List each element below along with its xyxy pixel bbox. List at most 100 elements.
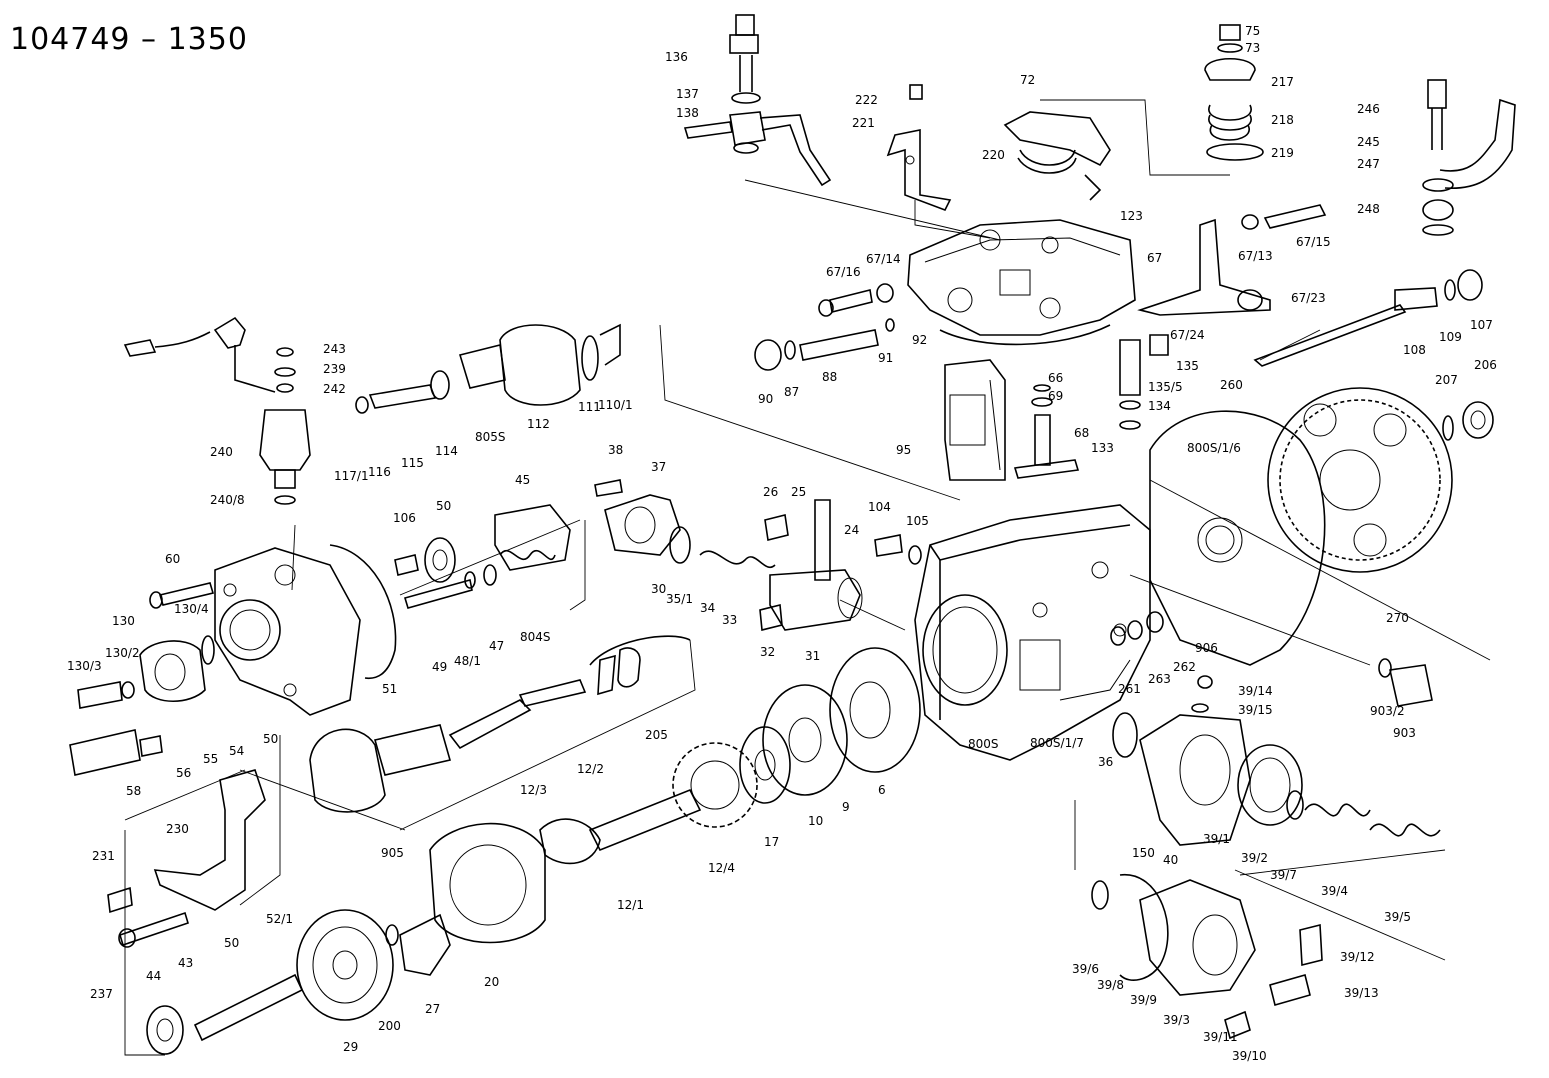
callout-239: 239: [323, 362, 346, 376]
callout-245: 245: [1357, 135, 1380, 149]
callout-805s: 805S: [475, 430, 506, 444]
callout-40: 40: [1163, 853, 1178, 867]
callout-27: 27: [425, 1002, 440, 1016]
callout-107: 107: [1470, 318, 1493, 332]
bracket-221: [886, 84, 952, 212]
vane-rotor-27: [385, 913, 451, 976]
callout-39-11: 39/11: [1203, 1030, 1238, 1044]
callout-137: 137: [676, 87, 699, 101]
callout-26: 26: [763, 485, 778, 499]
callout-20: 20: [484, 975, 499, 989]
callout-51: 51: [382, 682, 397, 696]
callout-39-4: 39/4: [1321, 884, 1348, 898]
pump-housing: [914, 504, 1151, 761]
callout-35-1: 35/1: [666, 592, 693, 606]
callout-111: 111: [578, 400, 601, 414]
callout-105: 105: [906, 514, 929, 528]
callout-54: 54: [229, 744, 244, 758]
callout-49: 49: [432, 660, 447, 674]
callout-237: 237: [90, 987, 113, 1001]
callout-206: 206: [1474, 358, 1497, 372]
callout-112: 112: [527, 417, 550, 431]
piston-905: [309, 635, 691, 813]
callout-106: 106: [393, 511, 416, 525]
callout-136: 136: [665, 50, 688, 64]
drive-gear: [1267, 387, 1453, 573]
callout-240-8: 240/8: [210, 493, 245, 507]
callout-219: 219: [1271, 146, 1294, 160]
callout-67: 67: [1147, 251, 1162, 265]
banjo-fitting-136: [683, 14, 832, 187]
callout-55: 55: [203, 752, 218, 766]
callout-67-13: 67/13: [1238, 249, 1273, 263]
callout-130-2: 130/2: [105, 646, 140, 660]
callout-30: 30: [651, 582, 666, 596]
callout-39-13: 39/13: [1344, 986, 1379, 1000]
timer-spring-39-4: [1304, 803, 1441, 837]
callout-261: 261: [1118, 682, 1141, 696]
screw-104: [874, 534, 922, 565]
callout-50b: 50: [263, 732, 278, 746]
callout-246: 246: [1357, 102, 1380, 116]
callout-47: 47: [489, 639, 504, 653]
callout-138: 138: [676, 106, 699, 120]
gear-cover: [1149, 410, 1326, 666]
cam-disc-6: [829, 647, 921, 773]
callout-95: 95: [896, 443, 911, 457]
callout-39-2: 39/2: [1241, 851, 1268, 865]
callout-39-9: 39/9: [1130, 993, 1157, 1007]
callout-73: 73: [1245, 41, 1260, 55]
callout-52-1: 52/1: [266, 912, 293, 926]
callout-31: 31: [805, 649, 820, 663]
callout-231: 231: [92, 849, 115, 863]
callout-150: 150: [1132, 846, 1155, 860]
callout-58: 58: [126, 784, 141, 798]
callout-39-6: 39/6: [1072, 962, 1099, 976]
callout-12-4: 12/4: [708, 861, 735, 875]
callout-110-1: 110/1: [598, 398, 633, 412]
callout-800s-1-7: 800S/1/7: [1030, 736, 1084, 750]
callout-56: 56: [176, 766, 191, 780]
callout-207: 207: [1435, 373, 1458, 387]
callout-12-2: 12/2: [577, 762, 604, 776]
assembly-guide-lines: [124, 99, 1491, 1056]
callout-67-15: 67/15: [1296, 235, 1331, 249]
callout-39-10: 39/10: [1232, 1049, 1267, 1063]
callout-123: 123: [1120, 209, 1143, 223]
pipe-58: [69, 729, 163, 776]
callout-87: 87: [784, 385, 799, 399]
callout-38: 38: [608, 443, 623, 457]
callout-243: 243: [323, 342, 346, 356]
screw-60: [149, 582, 215, 609]
callout-39-15: 39/15: [1238, 703, 1273, 717]
callout-130-4: 130/4: [174, 602, 209, 616]
callout-72: 72: [1020, 73, 1035, 87]
fitting-39-12: [1224, 923, 1323, 1040]
callout-205: 205: [645, 728, 668, 742]
callout-25: 25: [791, 485, 806, 499]
callout-116: 116: [368, 465, 391, 479]
callout-43: 43: [178, 956, 193, 970]
callout-109: 109: [1439, 330, 1462, 344]
callout-39-12: 39/12: [1340, 950, 1375, 964]
banjo-pipe-246: [1422, 79, 1516, 236]
callout-39-3: 39/3: [1163, 1013, 1190, 1027]
temperature-sensor-240: [123, 316, 311, 505]
callout-39-5: 39/5: [1384, 910, 1411, 924]
spring-seat-45: [394, 504, 571, 609]
callout-91: 91: [878, 351, 893, 365]
callout-50a: 50: [436, 499, 451, 513]
disc-9: [762, 684, 848, 796]
callout-24: 24: [844, 523, 859, 537]
callout-45: 45: [515, 473, 530, 487]
washer-263: [1110, 611, 1164, 646]
drive-shaft-12-1: [539, 788, 702, 865]
callout-804s: 804S: [520, 630, 551, 644]
callout-135: 135: [1176, 359, 1199, 373]
timer-housing: [1139, 714, 1304, 846]
washer-207: [1442, 415, 1454, 441]
callout-75: 75: [1245, 24, 1260, 38]
valve-stack-68: [1013, 334, 1169, 479]
callout-230: 230: [166, 822, 189, 836]
